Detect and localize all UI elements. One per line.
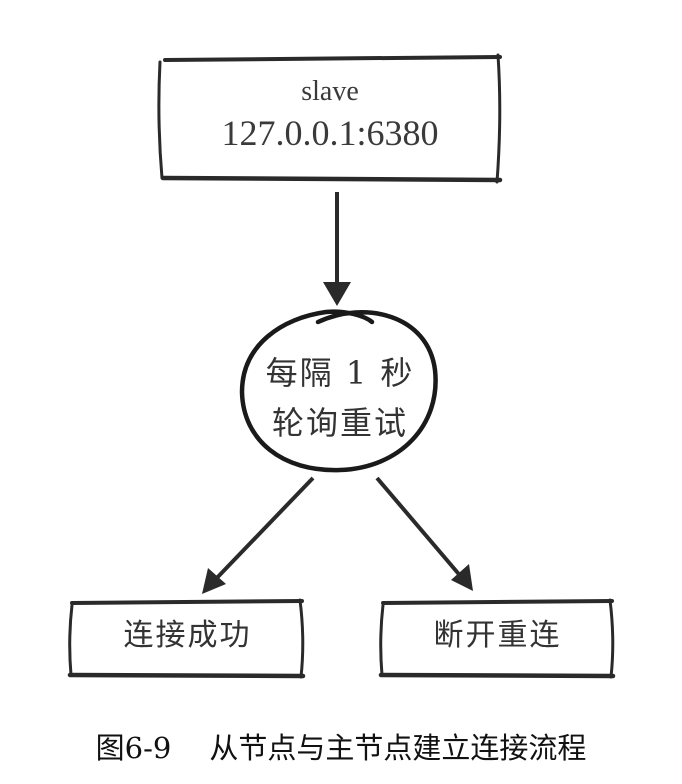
poll-node-circle <box>239 309 438 473</box>
arrow-slave-to-poll <box>323 192 351 306</box>
poll-node-line2: 轮询重试 <box>271 404 408 442</box>
retry-node-box <box>378 598 616 679</box>
arrow-poll-to-success <box>202 476 315 594</box>
slave-node-title: slave <box>301 76 359 107</box>
figure-title: 从节点与主节点建立连接流程 <box>209 731 587 765</box>
retry-node-label: 断开重连 <box>433 618 562 653</box>
poll-node-line1: 每隔 1 秒 <box>265 354 415 392</box>
arrow-poll-to-retry <box>375 476 473 591</box>
success-node-label: 连接成功 <box>123 618 252 653</box>
slave-node-address: 127.0.0.1:6380 <box>221 113 439 153</box>
figure-number: 图6-9 <box>95 731 172 765</box>
success-node-box <box>67 598 306 679</box>
figure-caption: 图6-9 从节点与主节点建立连接流程 <box>0 725 682 767</box>
slave-node-box <box>157 53 503 184</box>
